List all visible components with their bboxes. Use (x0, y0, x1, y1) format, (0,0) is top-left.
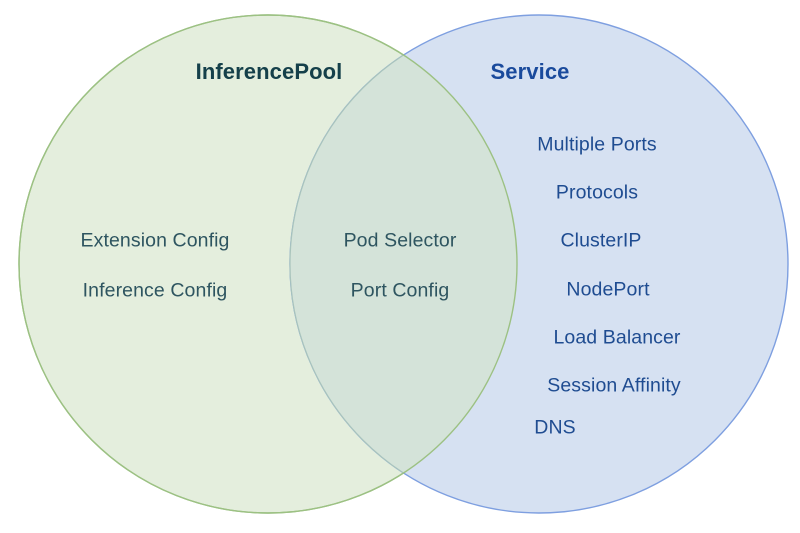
inferencepool-item-1: Inference Config (82, 279, 228, 302)
service-item-5: Session Affinity (547, 374, 681, 397)
shared-item-1: Port Config (350, 279, 450, 302)
set-title-inferencepool: InferencePool (195, 59, 343, 84)
service-item-2: ClusterIP (560, 229, 642, 252)
service-item-3: NodePort (566, 278, 650, 301)
service-item-0: Multiple Ports (537, 133, 657, 156)
service-item-1: Protocols (555, 181, 639, 204)
service-item-4: Load Balancer (553, 326, 681, 349)
set-title-service: Service (490, 59, 570, 84)
circle-inferencepool-outline (18, 14, 518, 514)
shared-item-0: Pod Selector (343, 229, 457, 252)
inferencepool-item-0: Extension Config (80, 229, 230, 252)
service-item-6: DNS (534, 416, 576, 439)
overlap-region[interactable] (289, 15, 788, 513)
